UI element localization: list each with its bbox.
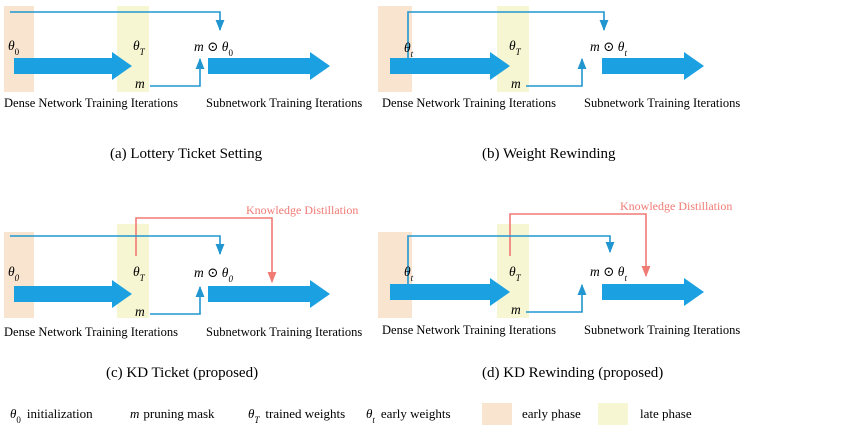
legend-early-phase-swatch [482, 403, 512, 425]
init-symbol: θt [404, 264, 414, 283]
result-symbol: m ⊙ θ0 [194, 265, 233, 284]
init-symbol: θt [404, 40, 414, 59]
late-phase-region [497, 224, 529, 318]
legend-late-phase: late phase [640, 406, 692, 421]
panel-caption: (d) KD Rewinding (proposed) [482, 365, 663, 381]
late-phase-region [117, 224, 149, 318]
trained-symbol: θT [133, 264, 146, 283]
kd-label: Knowledge Distillation [620, 199, 732, 213]
trained-symbol: θT [509, 264, 522, 283]
mask-symbol: m [511, 76, 521, 91]
subnet-training-arrow [208, 280, 330, 308]
mask-symbol: m [511, 302, 521, 317]
kd-arrow [135, 217, 277, 284]
panel-c: Knowledge Distillation θ0 θT m m ⊙ θ0 De… [4, 203, 362, 381]
late-phase-region [497, 6, 529, 92]
dense-label: Dense Network Training Iterations [4, 325, 178, 339]
subnet-label: Subnetwork Training Iterations [584, 323, 740, 337]
subnet-label: Subnetwork Training Iterations [206, 96, 362, 110]
panel-caption: (a) Lottery Ticket Setting [110, 146, 263, 162]
mask-arrow [150, 285, 205, 315]
early-phase-region [378, 6, 412, 92]
mask-symbol: m [135, 76, 145, 91]
early-feedback-arrow [407, 11, 609, 70]
legend-early-phase: early phase [522, 406, 581, 421]
result-symbol: m ⊙ θt [590, 39, 627, 58]
dense-training-arrow [390, 278, 510, 306]
dense-training-arrow [14, 280, 132, 308]
early-phase-region [4, 6, 34, 92]
panel-b: θt θT m m ⊙ θt Dense Network Training It… [378, 6, 740, 162]
init-symbol: θ0 [8, 264, 20, 283]
legend-late-phase-swatch [598, 403, 628, 425]
dense-training-arrow [14, 52, 132, 80]
kd-label: Knowledge Distillation [246, 203, 358, 217]
dense-label: Dense Network Training Iterations [382, 323, 556, 337]
panel-d: Knowledge Distillation θt θT m m ⊙ θt De… [378, 199, 740, 381]
result-symbol: m ⊙ θ0 [194, 39, 233, 58]
result-symbol: m ⊙ θt [590, 264, 627, 283]
dense-label: Dense Network Training Iterations [382, 96, 556, 110]
panel-a: θ0 θT m m ⊙ θ0 Dense Network Training It… [4, 6, 362, 162]
early-phase-region [378, 232, 412, 318]
mask-symbol: m [135, 304, 145, 319]
dense-label: Dense Network Training Iterations [4, 96, 178, 110]
trained-symbol: θT [509, 38, 522, 57]
subnet-training-arrow [602, 278, 704, 306]
init-feedback-arrow [10, 11, 225, 32]
panel-caption: (c) KD Ticket (proposed) [106, 365, 258, 381]
init-feedback-arrow [10, 235, 225, 256]
subnet-training-arrow [602, 52, 704, 80]
kd-arrow [509, 213, 651, 278]
subnet-training-arrow [208, 52, 330, 80]
early-feedback-arrow [407, 235, 615, 300]
mask-arrow [526, 57, 587, 87]
mask-arrow [526, 283, 587, 313]
trained-symbol: θT [133, 38, 146, 57]
subnet-label: Subnetwork Training Iterations [584, 96, 740, 110]
late-phase-region [117, 6, 149, 92]
mask-arrow [150, 57, 205, 87]
panel-caption: (b) Weight Rewinding [482, 146, 616, 162]
init-symbol: θ0 [8, 38, 20, 57]
early-phase-region [4, 232, 34, 318]
dense-training-arrow [390, 52, 510, 80]
subnet-label: Subnetwork Training Iterations [206, 325, 362, 339]
